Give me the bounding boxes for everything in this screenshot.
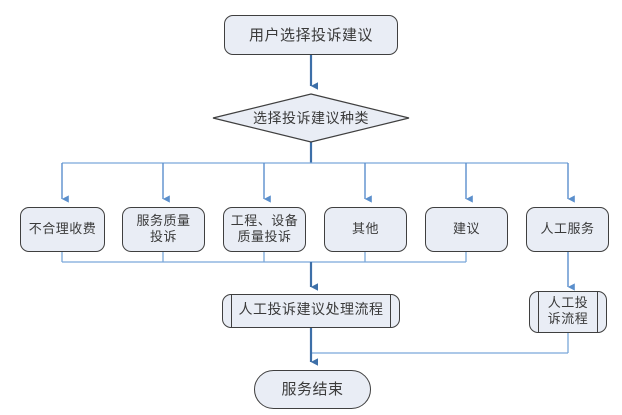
edge-options-merge-bus xyxy=(61,252,467,263)
node-end-label: 服务结束 xyxy=(281,380,344,399)
node-end[interactable]: 服务结束 xyxy=(254,370,371,409)
node-process-side[interactable]: 人工投 诉流程 xyxy=(529,291,607,333)
node-process-main[interactable]: 人工投诉建议处理流程 xyxy=(222,294,400,328)
node-decision-label: 选择投诉建议种类 xyxy=(253,111,369,127)
predef-bar-right xyxy=(390,295,391,327)
node-start-label: 用户选择投诉建议 xyxy=(248,25,373,44)
predef-bar-left xyxy=(231,295,232,327)
node-option-6[interactable]: 人工服务 xyxy=(526,207,609,252)
node-process-side-label: 人工投 诉流程 xyxy=(547,296,589,327)
node-start[interactable]: 用户选择投诉建议 xyxy=(224,15,398,55)
node-decision[interactable]: 选择投诉建议种类 xyxy=(212,93,410,143)
node-option-3-label: 工程、设备 质量投诉 xyxy=(230,213,299,245)
diamond-shape xyxy=(212,93,410,143)
node-option-1[interactable]: 不合理收费 xyxy=(20,207,105,252)
edge-decision-to-bus xyxy=(62,142,568,164)
node-option-1-label: 不合理收费 xyxy=(28,221,97,237)
node-option-3[interactable]: 工程、设备 质量投诉 xyxy=(223,207,306,252)
node-option-4-label: 其他 xyxy=(351,221,379,237)
predef-bar-right xyxy=(597,292,598,332)
node-option-2[interactable]: 服务质量 投诉 xyxy=(122,207,205,252)
node-option-5-label: 建议 xyxy=(452,221,480,237)
node-option-4[interactable]: 其他 xyxy=(324,207,407,252)
node-process-main-label: 人工投诉建议处理流程 xyxy=(238,302,384,319)
node-option-2-label: 服务质量 投诉 xyxy=(136,213,191,245)
node-option-5[interactable]: 建议 xyxy=(425,207,508,252)
node-option-6-label: 人工服务 xyxy=(540,221,595,237)
edge-process-side-to-end xyxy=(311,333,569,354)
predef-bar-left xyxy=(538,292,539,332)
